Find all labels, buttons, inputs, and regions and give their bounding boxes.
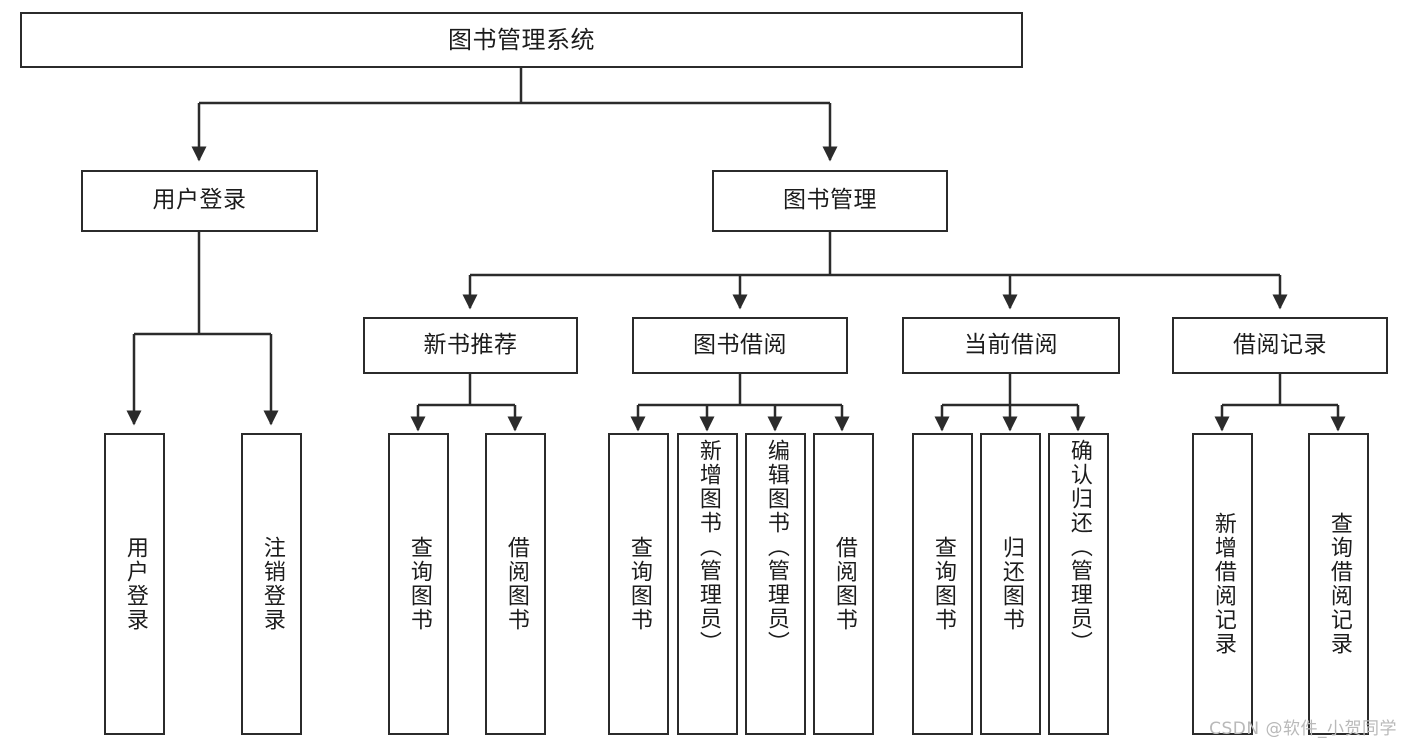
node-book-borrow-label: 图书借阅 bbox=[693, 331, 787, 358]
node-root-label: 图书管理系统 bbox=[448, 25, 595, 54]
leaf-user-login-label: 用户登录 bbox=[122, 536, 148, 632]
leaf-return-book[interactable]: 归还图书 bbox=[980, 433, 1041, 735]
node-book-borrow[interactable]: 图书借阅 bbox=[632, 317, 848, 374]
leaf-confirm-return-admin-label: 确认归还（管理员） bbox=[1066, 439, 1092, 655]
node-book-management[interactable]: 图书管理 bbox=[712, 170, 948, 232]
leaf-borrow-book-1-label: 借阅图书 bbox=[503, 536, 529, 632]
leaf-query-book-1-wrap: 查询图书 bbox=[390, 435, 447, 733]
leaf-edit-book-admin[interactable]: 编辑图书（管理员） bbox=[745, 433, 806, 735]
leaf-add-borrow-record-label: 新增借阅记录 bbox=[1210, 512, 1236, 656]
leaf-query-book-2-wrap: 查询图书 bbox=[610, 435, 667, 733]
leaf-add-book-admin-wrap: 新增图书（管理员） bbox=[679, 435, 736, 737]
node-book-management-label: 图书管理 bbox=[783, 187, 877, 214]
leaf-query-book-3-label: 查询图书 bbox=[930, 536, 956, 632]
leaf-borrow-book-2-label: 借阅图书 bbox=[831, 536, 857, 632]
leaf-query-book-1-label: 查询图书 bbox=[406, 536, 432, 632]
leaf-add-borrow-record[interactable]: 新增借阅记录 bbox=[1192, 433, 1253, 735]
leaf-query-book-3-wrap: 查询图书 bbox=[914, 435, 971, 733]
node-current-borrow-label: 当前借阅 bbox=[964, 331, 1058, 358]
leaf-query-book-2-label: 查询图书 bbox=[626, 536, 652, 632]
leaf-add-book-admin[interactable]: 新增图书（管理员） bbox=[677, 433, 738, 735]
leaf-query-book-3[interactable]: 查询图书 bbox=[912, 433, 973, 735]
leaf-confirm-return-admin[interactable]: 确认归还（管理员） bbox=[1048, 433, 1109, 735]
leaf-return-book-wrap: 归还图书 bbox=[982, 435, 1039, 733]
leaf-query-borrow-record-label: 查询借阅记录 bbox=[1326, 512, 1352, 656]
leaf-user-login-wrap: 用户登录 bbox=[106, 435, 163, 733]
leaf-add-book-admin-label: 新增图书（管理员） bbox=[695, 439, 721, 655]
leaf-query-borrow-record-wrap: 查询借阅记录 bbox=[1310, 435, 1367, 733]
leaf-borrow-book-2[interactable]: 借阅图书 bbox=[813, 433, 874, 735]
leaf-query-borrow-record[interactable]: 查询借阅记录 bbox=[1308, 433, 1369, 735]
node-user-login-label: 用户登录 bbox=[152, 187, 247, 214]
leaf-borrow-book-1[interactable]: 借阅图书 bbox=[485, 433, 546, 735]
node-borrow-record[interactable]: 借阅记录 bbox=[1172, 317, 1388, 374]
node-current-borrow[interactable]: 当前借阅 bbox=[902, 317, 1120, 374]
leaf-user-login[interactable]: 用户登录 bbox=[104, 433, 165, 735]
leaf-add-borrow-record-wrap: 新增借阅记录 bbox=[1194, 435, 1251, 733]
leaf-logout-login-wrap: 注销登录 bbox=[243, 435, 300, 733]
node-new-book-recommend[interactable]: 新书推荐 bbox=[363, 317, 578, 374]
node-user-login[interactable]: 用户登录 bbox=[81, 170, 318, 232]
csdn-watermark: CSDN @软件_小贺同学 bbox=[1209, 719, 1397, 739]
leaf-edit-book-admin-label: 编辑图书（管理员） bbox=[763, 439, 789, 655]
leaf-return-book-label: 归还图书 bbox=[998, 536, 1024, 632]
leaf-confirm-return-admin-wrap: 确认归还（管理员） bbox=[1050, 435, 1107, 737]
node-borrow-record-label: 借阅记录 bbox=[1233, 331, 1327, 358]
leaf-borrow-book-2-wrap: 借阅图书 bbox=[815, 435, 872, 733]
leaf-query-book-2[interactable]: 查询图书 bbox=[608, 433, 669, 735]
leaf-borrow-book-1-wrap: 借阅图书 bbox=[487, 435, 544, 733]
node-new-book-recommend-label: 新书推荐 bbox=[423, 331, 518, 358]
node-root[interactable]: 图书管理系统 bbox=[20, 12, 1023, 68]
leaf-logout-login[interactable]: 注销登录 bbox=[241, 433, 302, 735]
leaf-query-book-1[interactable]: 查询图书 bbox=[388, 433, 449, 735]
leaf-logout-login-label: 注销登录 bbox=[259, 536, 285, 632]
leaf-edit-book-admin-wrap: 编辑图书（管理员） bbox=[747, 435, 804, 737]
